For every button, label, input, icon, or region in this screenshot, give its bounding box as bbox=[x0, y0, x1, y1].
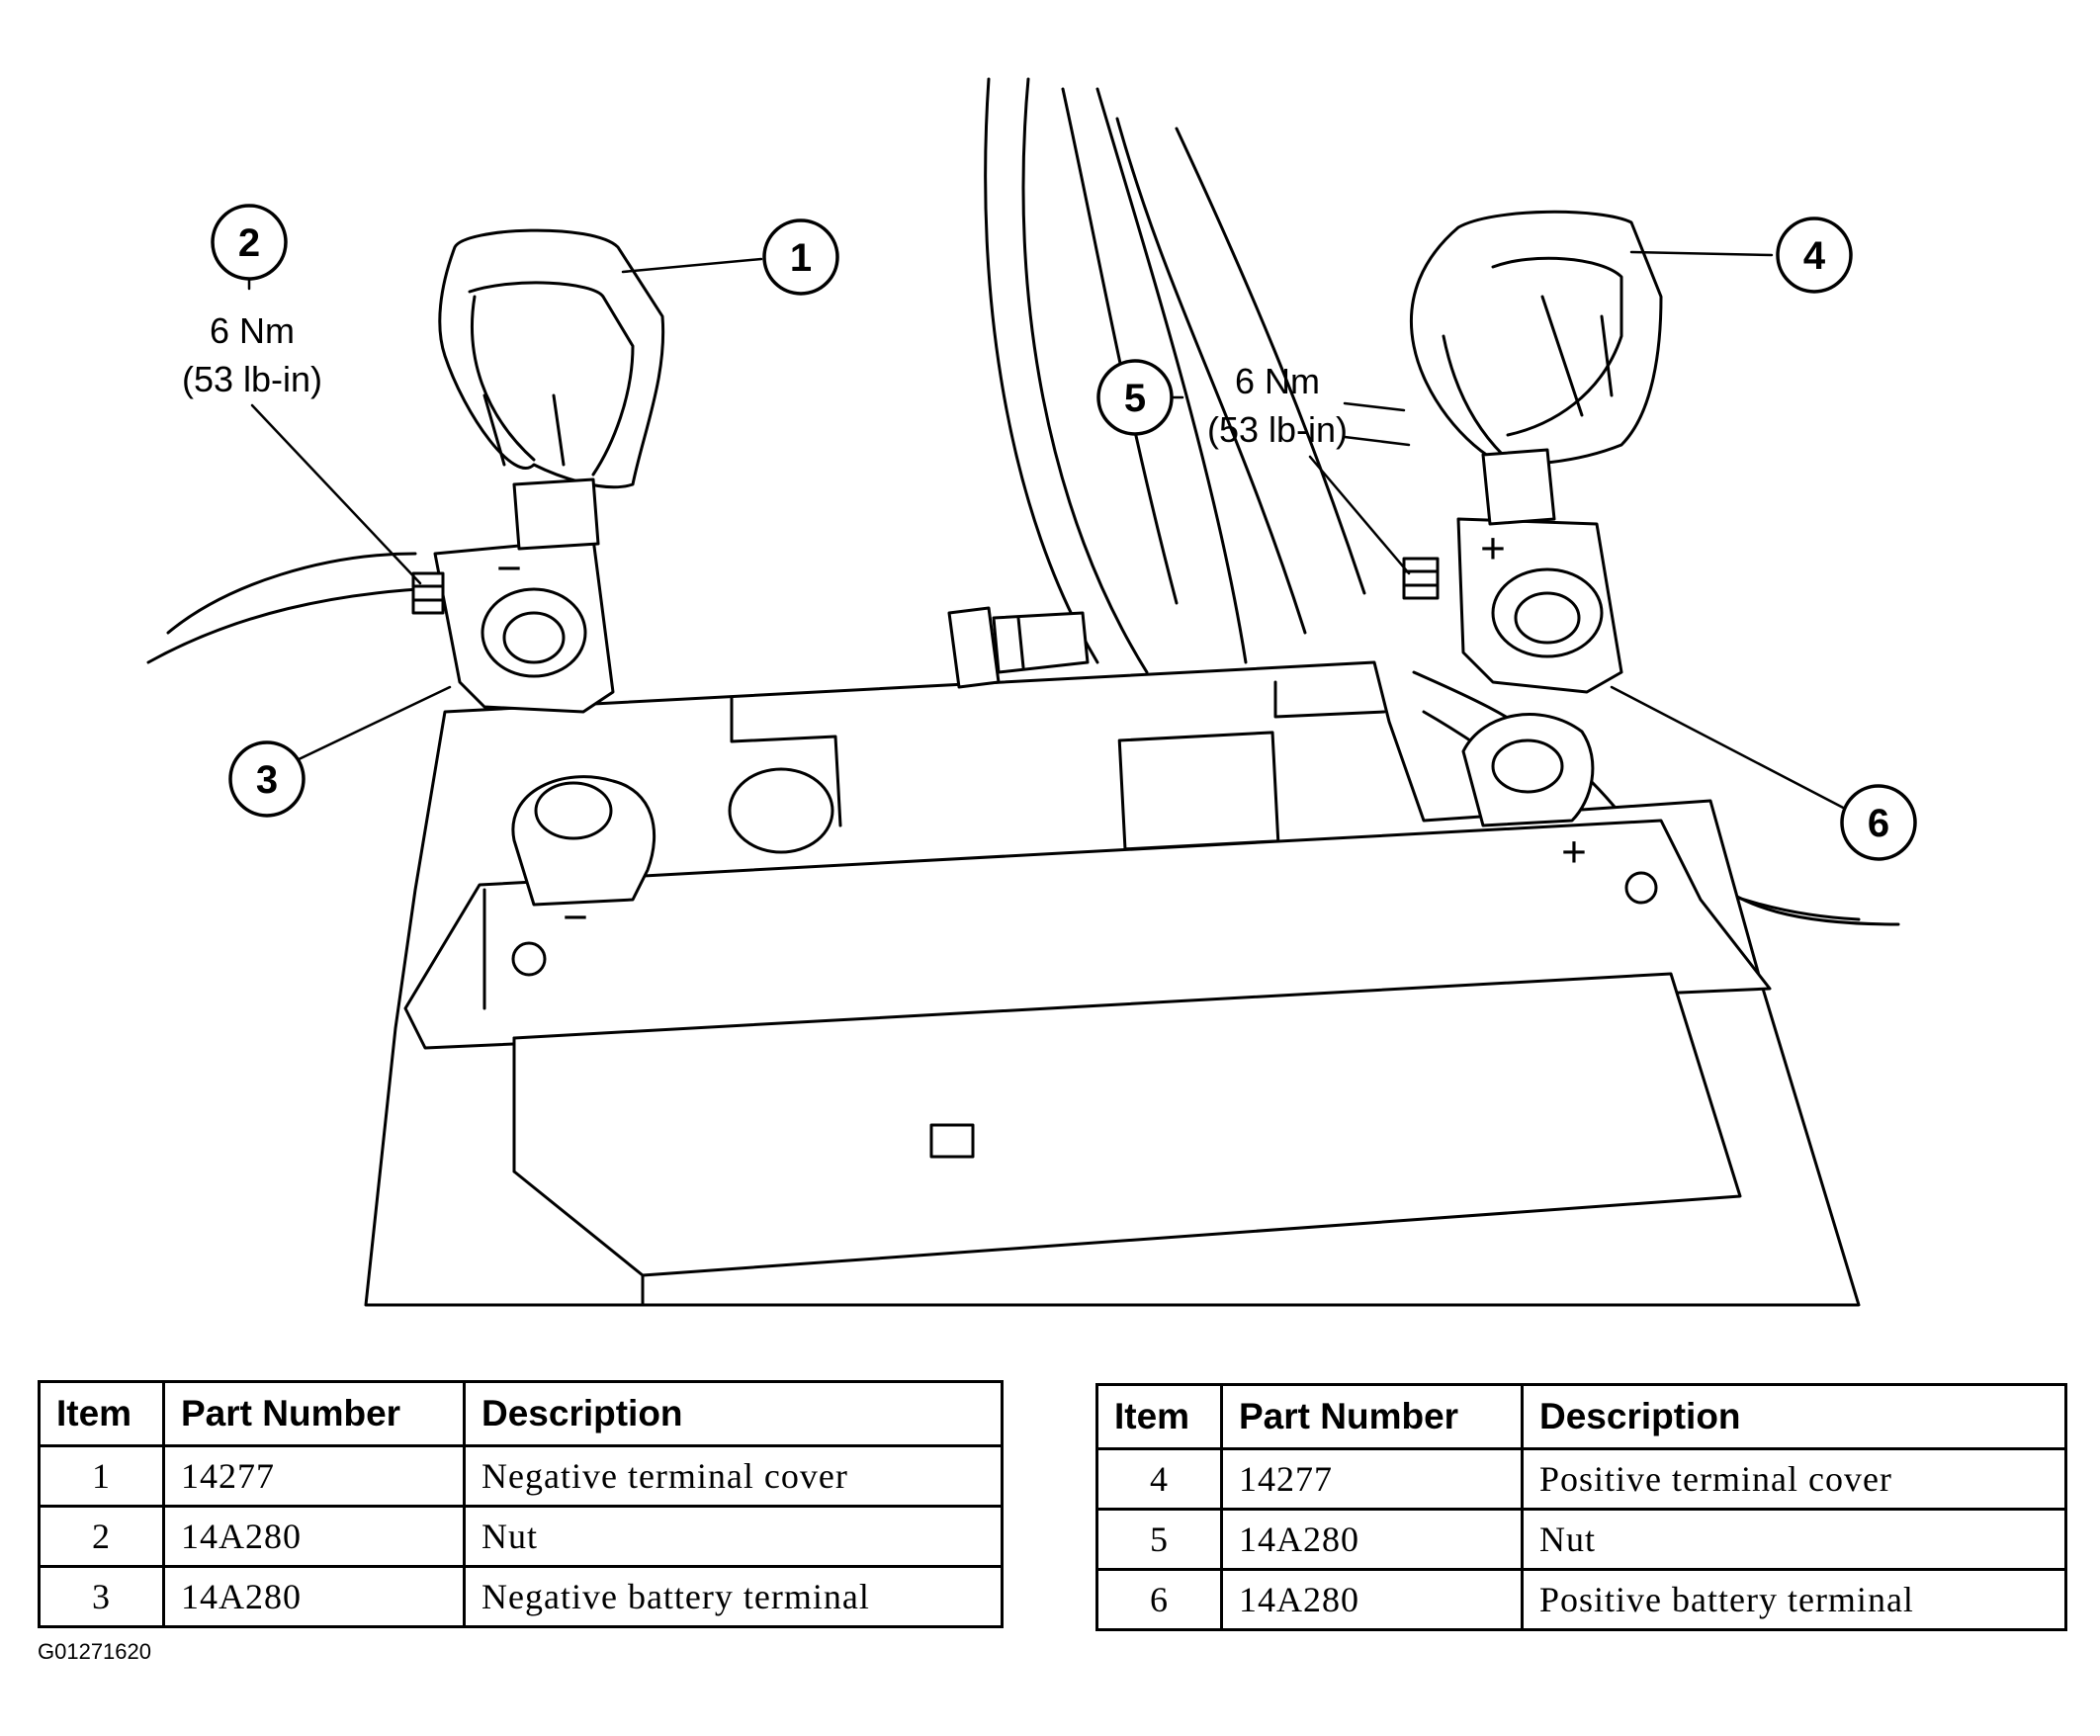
description-cell: Positive battery terminal bbox=[1521, 1568, 2067, 1631]
item-cell: 5 bbox=[1095, 1508, 1223, 1571]
callout-2: 2 6 Nm (53 lb-in) bbox=[182, 204, 322, 399]
part-number-cell: 14A280 bbox=[162, 1565, 466, 1628]
item-cell: 3 bbox=[38, 1565, 165, 1628]
column-header: Part Number bbox=[1220, 1383, 1524, 1450]
table-row: 5 14A280 Nut bbox=[1095, 1508, 2067, 1571]
callout-4: 4 bbox=[1776, 217, 1853, 294]
part-number-cell: 14A280 bbox=[162, 1505, 466, 1568]
item-cell: 2 bbox=[38, 1505, 165, 1568]
column-header: Description bbox=[463, 1380, 1004, 1447]
battery-terminal-diagram: − + − bbox=[146, 77, 1917, 1307]
positive-nut bbox=[1402, 557, 1440, 600]
column-header: Item bbox=[38, 1380, 165, 1447]
callout-2-number: 2 bbox=[238, 221, 260, 265]
callout-5-torque-alt: (53 lb-in) bbox=[1207, 409, 1348, 450]
table-header-row: Item Part Number Description bbox=[1095, 1383, 2067, 1450]
positive-terminal-cover bbox=[1409, 210, 1663, 467]
description-cell: Positive terminal cover bbox=[1521, 1447, 2067, 1511]
callout-5: 5 6 Nm (53 lb-in) bbox=[1096, 359, 1348, 450]
item-cell: 1 bbox=[38, 1444, 165, 1508]
table-row: 6 14A280 Positive battery terminal bbox=[1095, 1568, 2067, 1631]
callout-4-number: 4 bbox=[1803, 234, 1826, 278]
item-cell: 4 bbox=[1095, 1447, 1223, 1511]
parts-table-right: Item Part Number Description 4 14277 Pos… bbox=[1095, 1383, 2067, 1631]
battery: − + bbox=[364, 660, 1861, 1307]
callout-1-number: 1 bbox=[790, 236, 812, 280]
negative-terminal-cover bbox=[438, 228, 665, 489]
table-row: 4 14277 Positive terminal cover bbox=[1095, 1447, 2067, 1511]
column-header: Item bbox=[1095, 1383, 1223, 1450]
connector-plug bbox=[947, 606, 1090, 689]
item-cell: 6 bbox=[1095, 1568, 1223, 1631]
negative-nut bbox=[411, 571, 445, 615]
callout-3: 3 bbox=[228, 740, 306, 818]
callout-5-torque: 6 Nm bbox=[1235, 361, 1320, 401]
callout-6-number: 6 bbox=[1868, 802, 1889, 845]
description-cell: Negative terminal cover bbox=[463, 1444, 1004, 1508]
description-cell: Nut bbox=[463, 1505, 1004, 1568]
table-row: 2 14A280 Nut bbox=[38, 1505, 1004, 1568]
table-header-row: Item Part Number Description bbox=[38, 1380, 1004, 1447]
positive-mark: + bbox=[1561, 828, 1587, 877]
callout-1: 1 bbox=[762, 218, 839, 296]
terminal-positive-mark: + bbox=[1480, 525, 1506, 573]
description-cell: Nut bbox=[1521, 1508, 2067, 1571]
leader-lines bbox=[247, 250, 1851, 813]
part-number-cell: 14A280 bbox=[1220, 1568, 1524, 1631]
part-number-cell: 14277 bbox=[1220, 1447, 1524, 1511]
callout-2-torque-alt: (53 lb-in) bbox=[182, 359, 322, 399]
table-row: 1 14277 Negative terminal cover bbox=[38, 1444, 1004, 1508]
parts-table-left: Item Part Number Description 1 14277 Neg… bbox=[38, 1380, 1004, 1628]
table-row: 3 14A280 Negative battery terminal bbox=[38, 1565, 1004, 1628]
description-cell: Negative battery terminal bbox=[463, 1565, 1004, 1628]
terminal-negative-mark: − bbox=[496, 545, 522, 593]
callout-2-torque: 6 Nm bbox=[210, 310, 295, 351]
part-number-cell: 14277 bbox=[162, 1444, 466, 1508]
figure-code: G01271620 bbox=[38, 1639, 151, 1664]
column-header: Description bbox=[1521, 1383, 2067, 1450]
negative-battery-terminal: − bbox=[433, 477, 615, 714]
callout-5-number: 5 bbox=[1124, 377, 1146, 420]
column-header: Part Number bbox=[162, 1380, 466, 1447]
callout-3-number: 3 bbox=[256, 758, 278, 802]
callout-6: 6 bbox=[1840, 784, 1917, 861]
positive-battery-terminal: + bbox=[1456, 448, 1623, 694]
part-number-cell: 14A280 bbox=[1220, 1508, 1524, 1571]
